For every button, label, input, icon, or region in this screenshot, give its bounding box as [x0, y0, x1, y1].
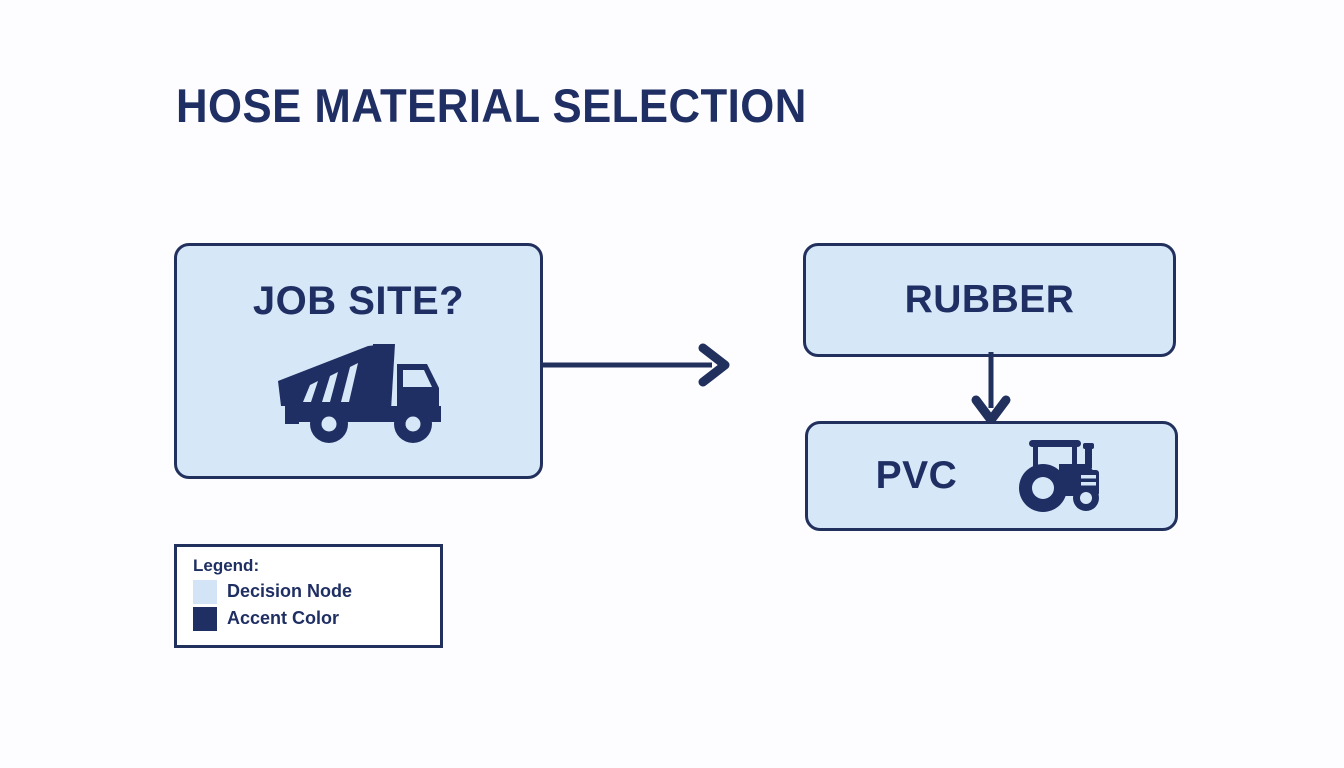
node-rubber-label: RUBBER [904, 278, 1075, 321]
arrow-right-icon [540, 340, 735, 390]
node-pvc[interactable]: PVC [805, 421, 1178, 531]
node-job-site[interactable]: JOB SITE? [174, 243, 543, 479]
node-job-site-label: JOB SITE? [252, 279, 465, 323]
legend-item-accent-color: Accent Color [193, 606, 440, 631]
legend-label-decision-node: Decision Node [227, 581, 353, 602]
page-title: HOSE MATERIAL SELECTION [176, 79, 807, 132]
legend-title: Legend: [193, 556, 260, 575]
node-rubber[interactable]: RUBBER [803, 243, 1176, 357]
legend-item-decision-node: Decision Node [193, 579, 440, 604]
legend-swatch-decision-node [193, 579, 217, 604]
legend-swatch-accent-color [193, 606, 217, 631]
arrow-down-icon [960, 352, 1022, 428]
tractor-icon [1015, 434, 1107, 519]
legend: Legend: Decision Node Accent Color [174, 544, 443, 648]
legend-label-accent-color: Accent Color [227, 608, 340, 629]
dump-truck-icon [273, 340, 445, 449]
node-pvc-label: PVC [875, 454, 958, 497]
